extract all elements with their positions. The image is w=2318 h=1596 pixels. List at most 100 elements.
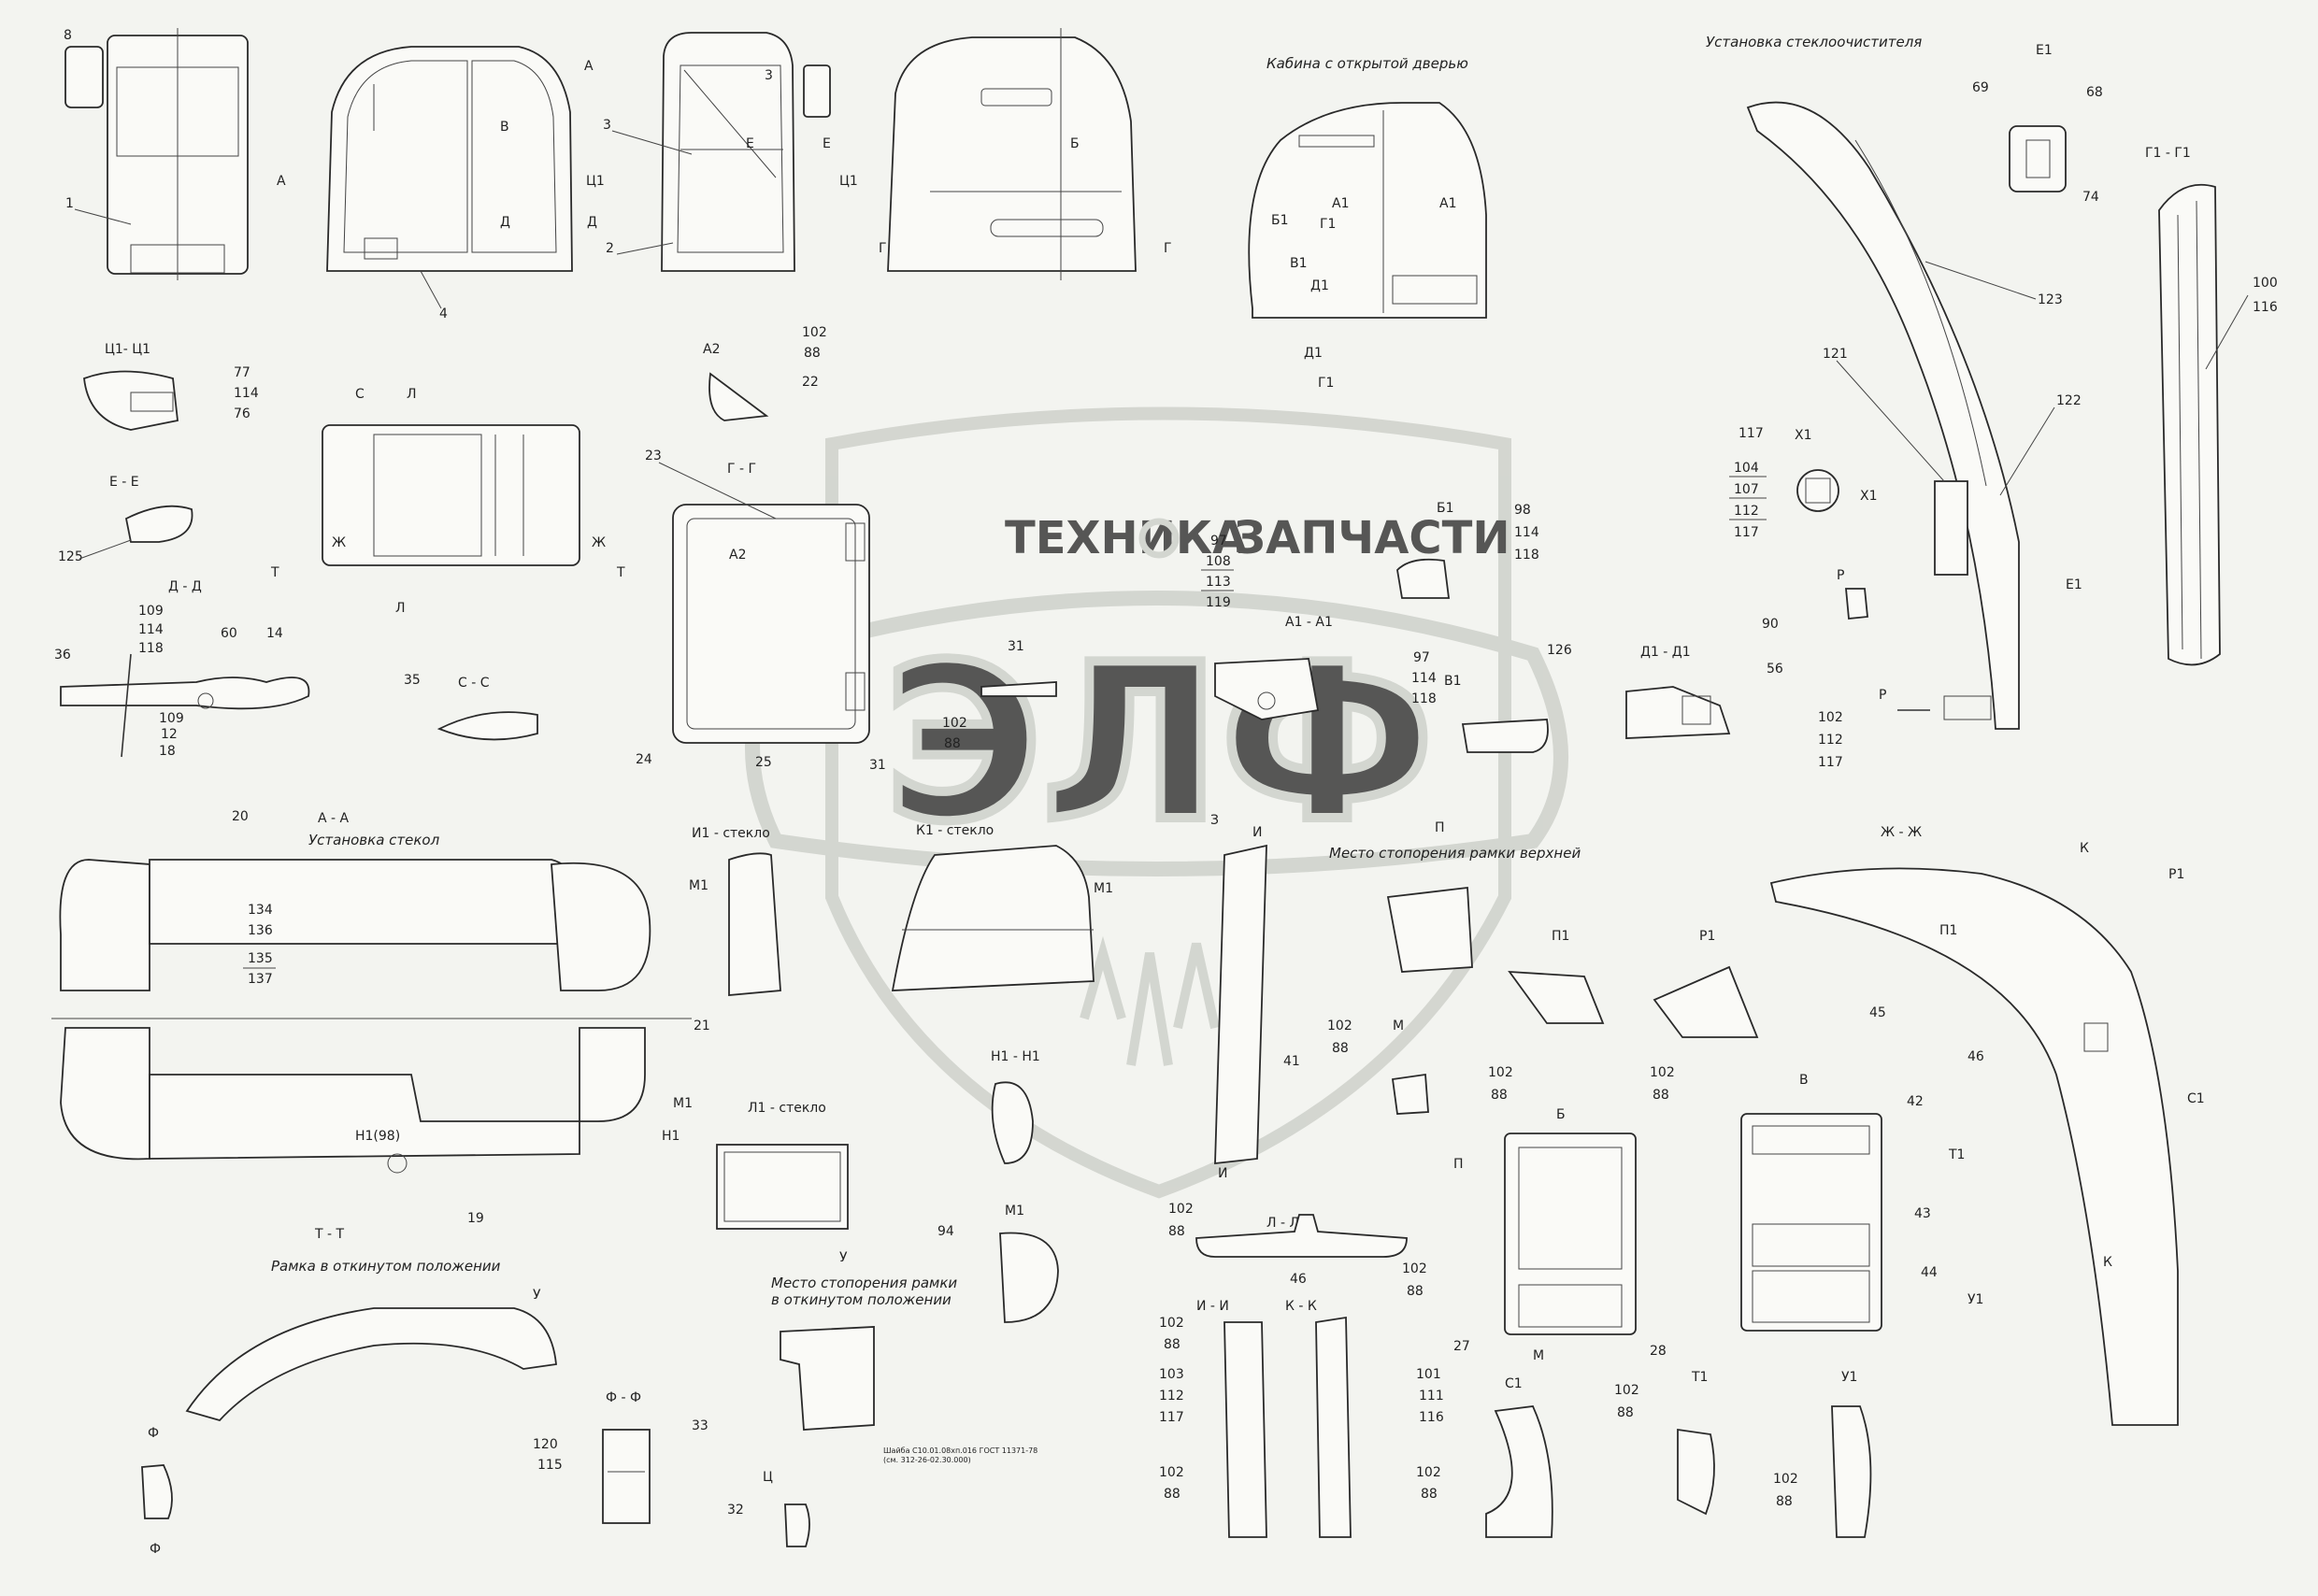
callout-1: 1 xyxy=(65,196,74,211)
marker-a1-2: А1 xyxy=(1439,196,1456,211)
callout-45: 45 xyxy=(1869,1005,1886,1020)
callout-112: 112 xyxy=(1818,733,1843,748)
section-c1c1 xyxy=(83,370,179,431)
watermark-right: ЗАПЧАСТИ xyxy=(1234,512,1510,564)
section-dd xyxy=(60,653,310,758)
watermark-logo: ЭЛФ xyxy=(884,620,1434,869)
label-p-2: П xyxy=(1453,1157,1464,1172)
section-n1n1 xyxy=(991,1081,1034,1164)
label-dd: Д - Д xyxy=(168,579,202,594)
wiper-assembly xyxy=(1746,101,2020,730)
callout-3b: 3 xyxy=(765,68,773,83)
marker-h1-98: Н1(98) xyxy=(355,1129,400,1144)
callout-117: 117 xyxy=(1738,426,1764,441)
marker-zh: Ж xyxy=(332,535,346,550)
watermark-left: ТЕХНИКА xyxy=(1005,512,1247,564)
cabin-view-1 xyxy=(64,28,249,280)
svg-text:111: 111 xyxy=(1419,1389,1444,1404)
label-v: В xyxy=(1799,1073,1809,1088)
label-kk: К - К xyxy=(1285,1299,1317,1314)
callout-23: 23 xyxy=(645,449,662,463)
svg-text:116: 116 xyxy=(1419,1410,1444,1425)
callout-102i: 102 xyxy=(1614,1383,1639,1398)
callout-88h: 88 xyxy=(1617,1405,1634,1420)
callout-118: 118 xyxy=(138,641,164,656)
marker-g-2: Г xyxy=(1164,241,1172,256)
svg-text:112: 112 xyxy=(1159,1389,1184,1404)
callout-74: 74 xyxy=(2082,190,2099,205)
callout-19: 19 xyxy=(467,1211,484,1226)
callout-114d: 114 xyxy=(1411,671,1437,686)
callout-stack-x1: 104 107 112 117 xyxy=(1729,461,1767,540)
label-m-2: М xyxy=(1533,1348,1544,1363)
label-c1: С1 xyxy=(1505,1376,1523,1391)
detail-frame-stop xyxy=(780,1326,875,1431)
callout-22: 22 xyxy=(802,375,819,390)
section-aa xyxy=(51,859,692,1174)
marker-l: Л xyxy=(407,387,417,402)
callout-88f: 88 xyxy=(1168,1224,1185,1239)
section-d1d1 xyxy=(1625,686,1731,739)
svg-text:88: 88 xyxy=(1421,1487,1438,1502)
callout-14: 14 xyxy=(266,626,283,641)
title-frame-stop-1: Место стопорения рамки xyxy=(771,1275,957,1291)
label-cc: С - С xyxy=(458,676,490,691)
label-p: П xyxy=(1435,820,1445,835)
callout-97b: 97 xyxy=(1413,650,1430,665)
cabin-view-3 xyxy=(661,32,831,272)
glass-l1 xyxy=(716,1144,849,1230)
section-m1 xyxy=(999,1232,1059,1323)
callout-102g: 102 xyxy=(1168,1202,1194,1217)
svg-text:137: 137 xyxy=(248,972,273,987)
section-r xyxy=(1845,588,1868,620)
callout-102d: 102 xyxy=(1327,1019,1352,1033)
label-tt: Т - Т xyxy=(314,1227,345,1242)
title-frame-stop-2: в откинутом положении xyxy=(771,1291,952,1308)
section-gg xyxy=(672,504,870,744)
callout-123: 123 xyxy=(2038,292,2063,307)
section-ii xyxy=(1223,1321,1267,1538)
svg-text:108: 108 xyxy=(1206,554,1231,569)
label-n1n1: Н1 - Н1 xyxy=(991,1049,1040,1064)
marker-x1-2: Х1 xyxy=(1795,428,1812,443)
svg-text:88: 88 xyxy=(1164,1487,1180,1502)
svg-text:102: 102 xyxy=(1159,1465,1184,1480)
cabin-view-4 xyxy=(887,28,1137,280)
section-ff xyxy=(602,1429,651,1524)
marker-d1-2: Д1 xyxy=(1304,346,1323,361)
callout-102f: 102 xyxy=(1650,1065,1675,1080)
section-p1 xyxy=(1508,970,1605,1024)
marker-a: А xyxy=(584,59,594,74)
marker-u1: У1 xyxy=(1967,1292,1983,1307)
strip-z xyxy=(1214,844,1267,1165)
marker-s: С xyxy=(355,387,365,402)
marker-g1: Г1 xyxy=(1320,217,1336,232)
label-d1d1: Д1 - Д1 xyxy=(1640,645,1691,660)
section-r1 xyxy=(1653,965,1759,1038)
callout-102c: 102 xyxy=(1818,710,1843,725)
callout-114b: 114 xyxy=(138,622,164,637)
callout-60: 60 xyxy=(221,626,237,641)
watermark: ТЕХНИКА ЗАПЧАСТИ ЭЛФ xyxy=(745,406,1568,1199)
svg-text:104: 104 xyxy=(1734,461,1759,476)
label-u: У xyxy=(839,1250,848,1265)
callout-56: 56 xyxy=(1767,662,1783,677)
callout-88c: 88 xyxy=(1332,1041,1349,1056)
section-ll xyxy=(1195,1214,1408,1258)
label-aa: А - А xyxy=(318,811,350,826)
marker-e1-2: Е1 xyxy=(2066,577,2082,592)
callout-18: 18 xyxy=(159,744,176,759)
label-ii: И - И xyxy=(1196,1299,1229,1314)
label-r1: Р1 xyxy=(1699,929,1715,944)
section-g1g1 xyxy=(2158,183,2221,666)
title-glass-install: Установка стекол xyxy=(308,832,440,848)
marker-f-2: Ф xyxy=(150,1542,161,1557)
marker-d1: Д1 xyxy=(1310,278,1329,293)
washer-note-1: Шайба С10.01.08хп.016 ГОСТ 11371-78 xyxy=(883,1446,1037,1455)
callout-77: 77 xyxy=(234,365,250,380)
marker-c1: Ц1 xyxy=(586,174,605,189)
marker-b1: Б1 xyxy=(1271,213,1289,228)
section-ee xyxy=(124,505,193,543)
